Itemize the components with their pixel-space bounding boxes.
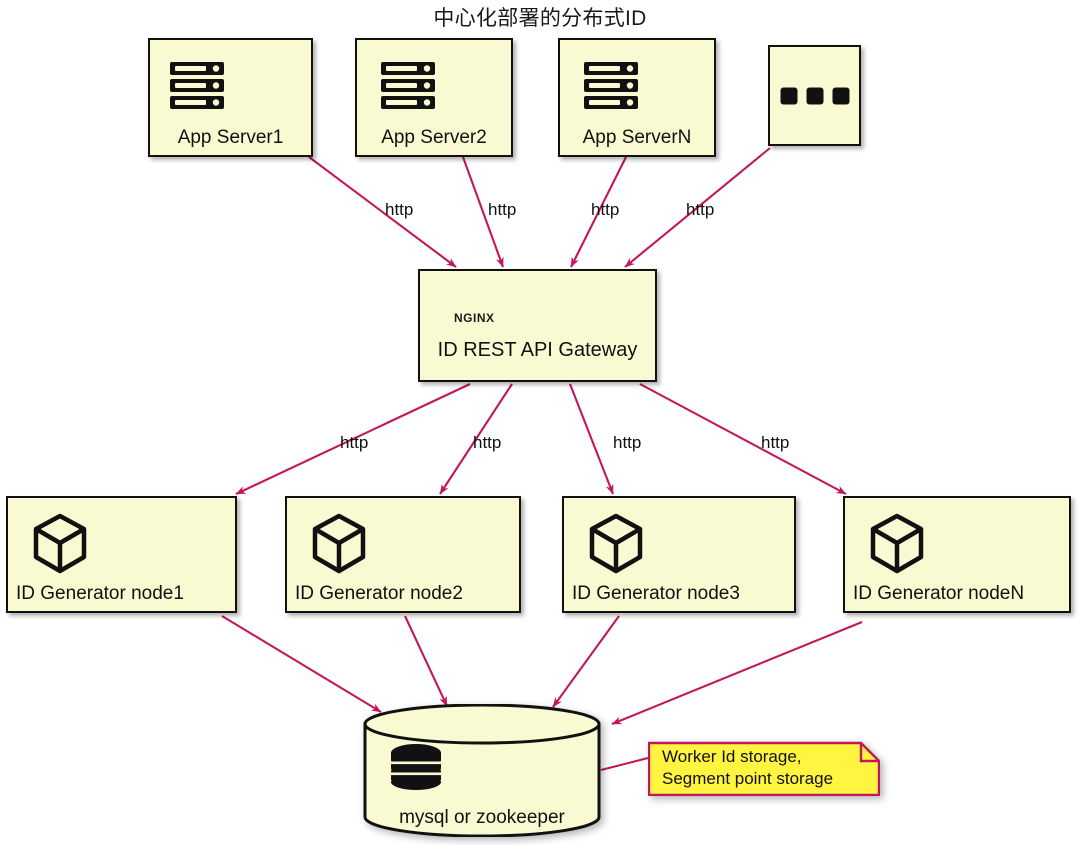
datastore-cylinder[interactable]: mysql or zookeeper <box>362 703 602 838</box>
note-line-1: Worker Id storage, <box>662 747 802 766</box>
app-server-1-label: App Server1 <box>177 127 284 148</box>
app-server-more[interactable] <box>768 45 861 146</box>
edge-appserver1-gateway <box>308 156 457 268</box>
id-generator-node-n-label: ID Generator nodeN <box>853 583 1025 604</box>
edge-label-http-3: http <box>591 200 620 219</box>
server-rack-icon <box>168 56 228 121</box>
page-title: 中心化部署的分布式ID <box>433 7 647 30</box>
note-line-2: Segment point storage <box>662 769 834 788</box>
edge-label-http-1: http <box>385 200 414 219</box>
edge-appserver2-gateway <box>462 156 504 268</box>
edge-label-http-5: http <box>340 433 369 452</box>
edge-appserver-ellipsis-gateway <box>624 147 771 268</box>
edge-gateway-node1 <box>235 383 471 495</box>
cube-icon <box>30 512 90 581</box>
cube-icon <box>586 512 646 581</box>
gateway-label: ID REST API Gateway <box>437 339 638 361</box>
note-text: Worker Id storage, Segment point storage <box>662 746 833 790</box>
id-generator-node-1[interactable]: ID Generator node1 <box>6 496 237 613</box>
cube-icon <box>309 512 369 581</box>
id-generator-node-1-label: ID Generator node1 <box>16 583 184 604</box>
server-rack-icon <box>379 56 439 121</box>
app-server-n[interactable]: App ServerN <box>558 38 716 157</box>
edge-node2-datastore <box>404 615 448 707</box>
app-server-2[interactable]: App Server2 <box>355 38 513 157</box>
nginx-logo-icon: NGINX <box>454 311 495 325</box>
edge-label-http-4: http <box>686 200 715 219</box>
note-connector <box>600 757 649 771</box>
edge-node1-datastore <box>221 615 382 713</box>
id-generator-node-3-label: ID Generator node3 <box>572 583 740 604</box>
id-rest-api-gateway[interactable]: NGINX ID REST API Gateway <box>418 269 657 382</box>
id-generator-node-n[interactable]: ID Generator nodeN <box>843 496 1071 613</box>
edge-label-http-8: http <box>761 433 790 452</box>
app-server-n-label: App ServerN <box>582 127 692 148</box>
ellipsis-icon <box>780 87 849 104</box>
edge-appserver3-gateway <box>570 156 627 268</box>
id-generator-node-2-label: ID Generator node2 <box>295 583 463 604</box>
edge-gateway-node3 <box>569 383 614 495</box>
edge-node3-datastore <box>552 615 620 708</box>
note-callout[interactable]: Worker Id storage, Segment point storage <box>647 739 881 797</box>
edge-gateway-node2 <box>439 383 513 495</box>
app-server-1[interactable]: App Server1 <box>148 38 313 157</box>
edge-gateway-nodeN <box>639 383 847 495</box>
server-rack-icon <box>582 56 642 121</box>
database-stack-icon <box>388 742 444 803</box>
id-generator-node-2[interactable]: ID Generator node2 <box>285 496 521 613</box>
edge-label-http-6: http <box>473 433 502 452</box>
id-generator-node-3[interactable]: ID Generator node3 <box>562 496 796 613</box>
edge-label-http-7: http <box>613 433 642 452</box>
edge-label-http-2: http <box>488 200 517 219</box>
app-server-2-label: App Server2 <box>381 127 487 148</box>
edge-nodeN-datastore <box>611 621 863 725</box>
cube-icon <box>867 512 927 581</box>
datastore-label: mysql or zookeeper <box>399 807 565 828</box>
